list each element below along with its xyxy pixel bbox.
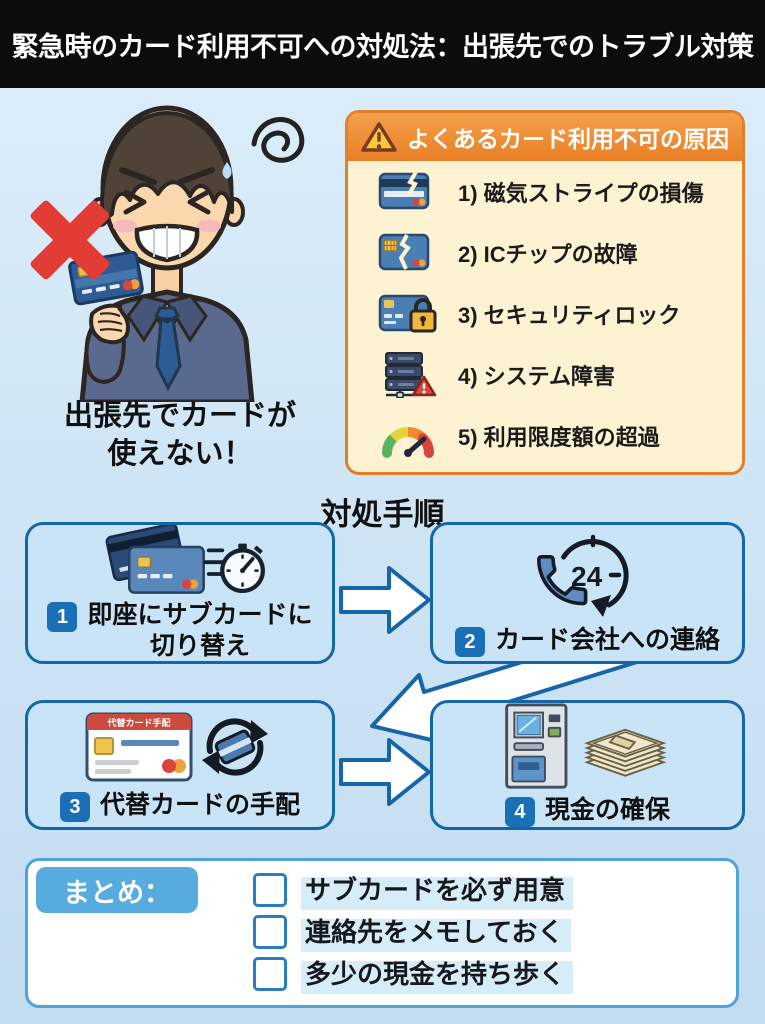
warning-triangle-icon (361, 122, 397, 152)
step-box-3: 代替カード手配 3 代替カードの手配 (25, 700, 335, 830)
atm-icon (505, 703, 568, 789)
step-4-label: 4 現金の確保 (504, 795, 670, 827)
step-1-label: 1 即座にサブカードに 切り替え (47, 600, 313, 661)
credit-limit-gauge-icon (376, 413, 440, 459)
frustration-scribble-icon (251, 117, 305, 163)
checkbox-icon[interactable] (253, 956, 287, 991)
arrow-right-icon (339, 566, 431, 634)
cash-stack-icon (584, 728, 667, 777)
server-outage-icon (376, 351, 440, 398)
svg-text:代替カード手配: 代替カード手配 (106, 717, 170, 728)
causes-panel: よくあるカード利用不可の原因 1) 磁気ストライプの損傷 (345, 110, 745, 475)
step-3-label: 3 代替カードの手配 (59, 790, 300, 822)
squeezed-eyes (123, 189, 211, 215)
atm-cash-icon (505, 703, 667, 789)
frustrated-businessman-illustration (30, 105, 305, 402)
step-number-badge: 1 (47, 602, 78, 632)
checkbox-icon[interactable] (253, 914, 287, 949)
phone-handset (536, 554, 587, 606)
cause-item: 5) 利用限度額の超過 (348, 405, 742, 466)
step-number-badge: 4 (504, 797, 535, 827)
summary-panel: まとめ： サブカードを必ず用意 連絡先をメモしておく 多少の現金を持ち歩く (25, 858, 739, 1008)
step-box-1: 1 即座にサブカードに 切り替え (25, 522, 335, 664)
page-title: 緊急時のカード利用不可への対処法：出張先でのトラブル対策 (11, 31, 755, 62)
phone-24h-icon: 24 (536, 534, 629, 617)
problem-caption: 出張先でカードが 使えない！ (63, 400, 296, 470)
causes-title: よくあるカード利用不可の原因 (407, 126, 729, 152)
title-bar: 緊急時のカード利用不可への対処法：出張先でのトラブル対策 (0, 0, 765, 88)
stopwatch-icon (220, 543, 265, 594)
checklist-item: 連絡先をメモしておく (253, 911, 573, 952)
arrow-right-icon (339, 738, 431, 806)
step-number-badge: 2 (454, 627, 485, 657)
step-number-badge: 3 (59, 792, 90, 822)
step-box-4: 4 現金の確保 (430, 700, 745, 830)
security-locked-card-icon (376, 291, 440, 337)
cause-item: 4) システム障害 (348, 344, 742, 405)
checklist-item: 多少の現金を持ち歩く (253, 953, 574, 994)
card-exchange-icon (202, 718, 268, 776)
sub-card-switch-icon (105, 525, 265, 594)
checkbox-icon[interactable] (253, 872, 287, 907)
speed-lines (203, 548, 225, 576)
steps-title: 対処手順 (320, 497, 445, 532)
checklist-item: サブカードを必ず用意 (253, 869, 574, 910)
cause-item: 3) セキュリティロック (348, 283, 742, 344)
necktie (154, 306, 182, 392)
damaged-magnetic-stripe-card-icon (376, 169, 440, 215)
step-box-2: 24 2 カード会社への連絡 (430, 522, 745, 664)
sweat-drop-icon (222, 162, 232, 179)
summary-checklist: サブカードを必ず用意 連絡先をメモしておく 多少の現金を持ち歩く (253, 869, 574, 999)
step-2-label: 2 カード会社への連絡 (454, 625, 720, 657)
red-x-icon (30, 200, 110, 280)
replacement-card-icon: 代替カード手配 (85, 712, 268, 782)
cause-item: 1) 磁気ストライプの損傷 (348, 161, 742, 222)
hand (89, 303, 130, 345)
causes-panel-header: よくあるカード利用不可の原因 (348, 113, 742, 161)
broken-ic-chip-card-icon (376, 230, 440, 276)
summary-tab: まとめ： (36, 867, 198, 913)
hair (99, 111, 235, 219)
cause-item: 2) ICチップの故障 (348, 222, 742, 283)
